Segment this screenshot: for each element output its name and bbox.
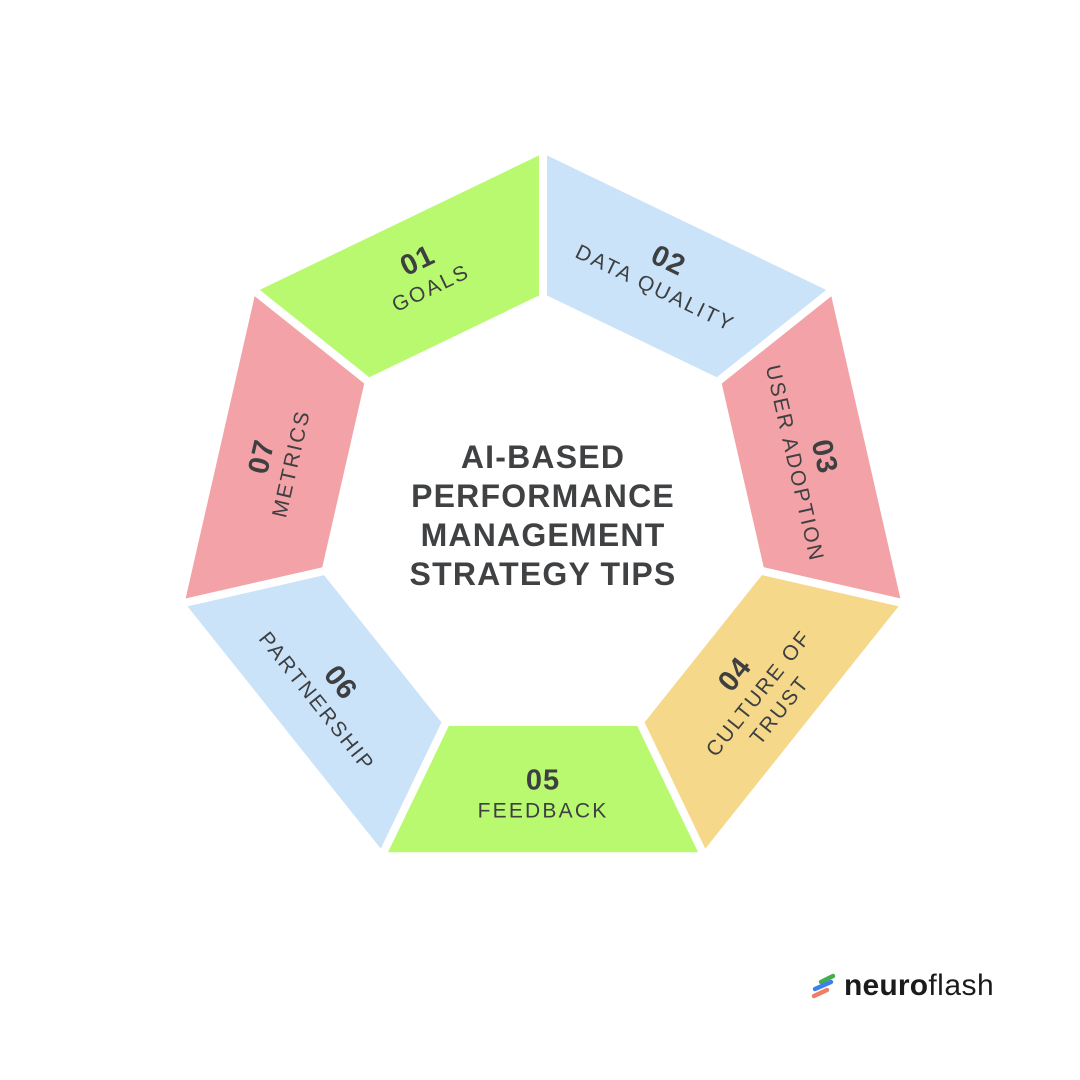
center-title: AI-BASED PERFORMANCE MANAGEMENT STRATEGY… [409, 439, 677, 592]
brand-name: neuroflash [844, 969, 994, 1003]
three-diagonal-strokes-icon [811, 973, 836, 998]
segment-shape-07 [174, 282, 374, 610]
brand-logo: neuroflash [810, 969, 994, 1003]
segment-shape-06 [173, 566, 451, 864]
brand-name-bold: neuro [844, 969, 929, 1002]
brand-name-light: flash [928, 969, 995, 1002]
